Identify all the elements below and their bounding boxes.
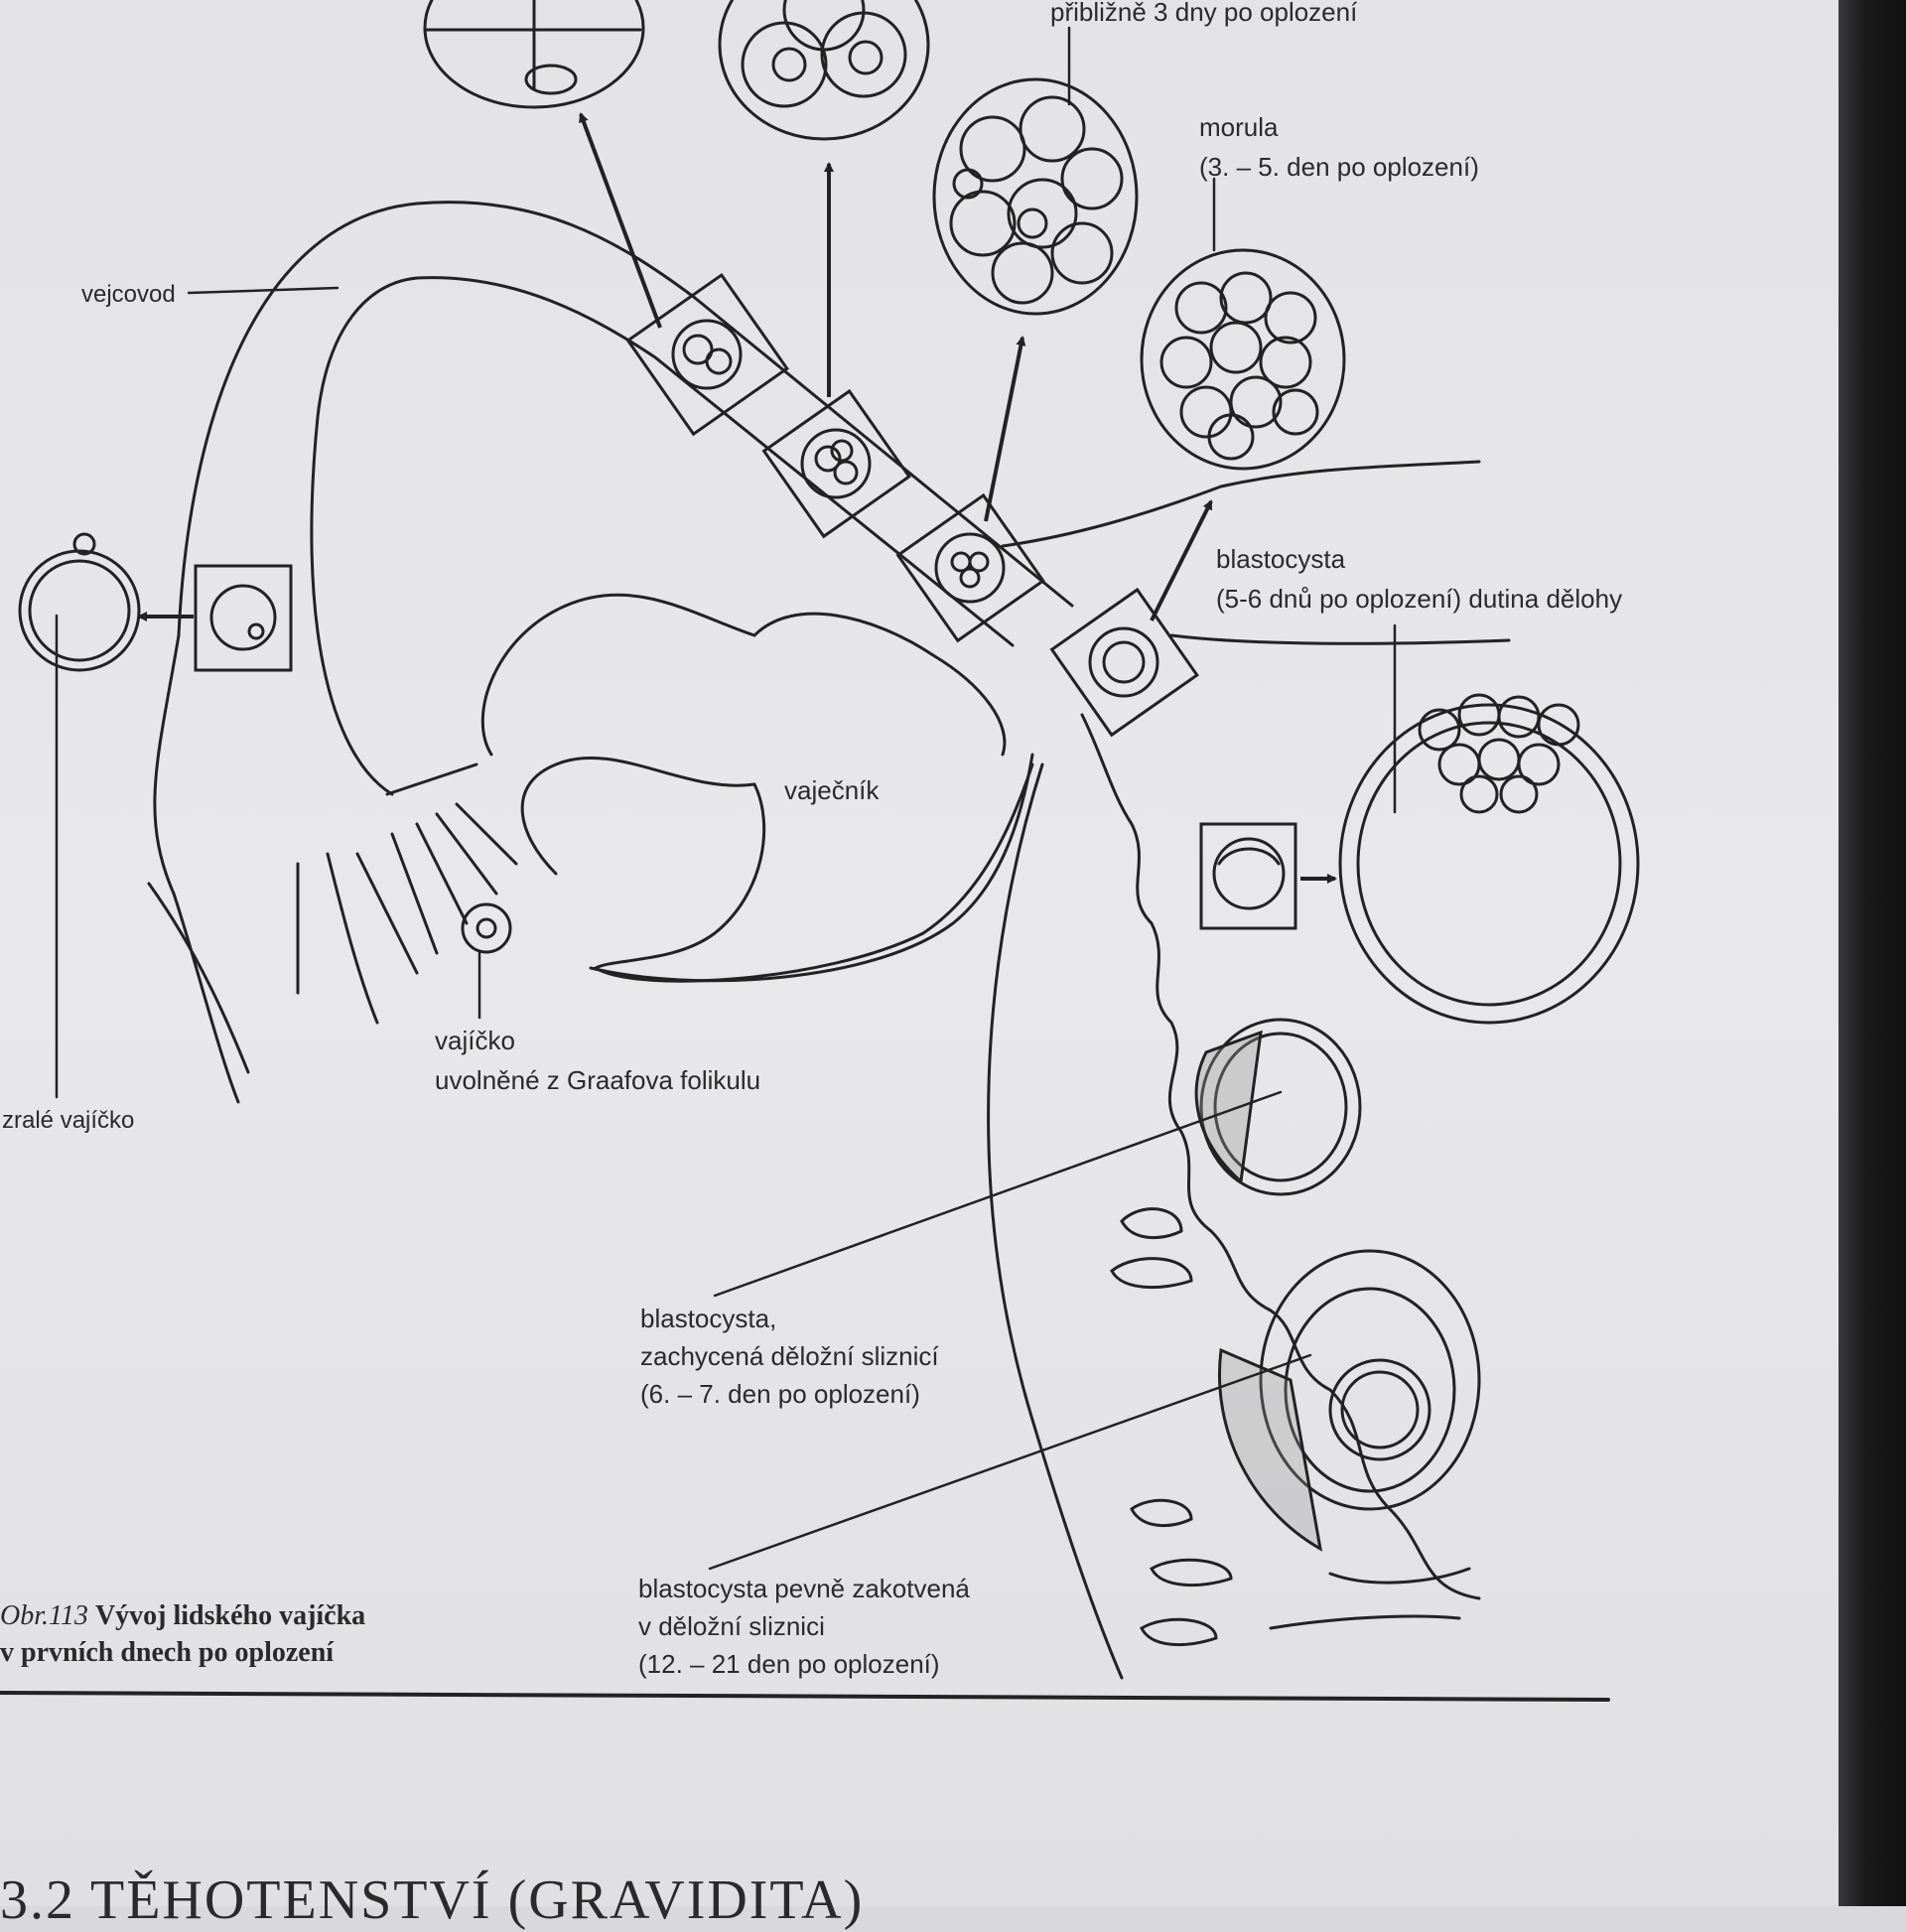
endometrium-lining xyxy=(1080,713,1481,1600)
label-morula-time: (3. – 5. den po oplození) xyxy=(1199,152,1479,182)
label-zrale-vajicko: zralé vajíčko xyxy=(2,1107,135,1134)
label-top-stage: přibližně 3 dny po oplození xyxy=(1050,0,1358,27)
released-egg xyxy=(461,902,512,954)
stage-box-egg xyxy=(194,564,293,672)
label-zachycena-2: zachycená děložní sliznicí xyxy=(640,1341,939,1371)
label-morula: morula xyxy=(1199,112,1279,142)
stage-box-zygote xyxy=(625,272,789,437)
cell-4-stage xyxy=(423,0,645,109)
arrow-to-morula-late xyxy=(1150,499,1213,621)
stage-box-blastocyst xyxy=(1049,587,1199,738)
arrow-to-4cell xyxy=(579,112,662,329)
stage-box-blastocyst-small xyxy=(1199,822,1297,930)
leader-vejcovod xyxy=(187,286,340,295)
fallopian-tube-outer xyxy=(177,201,1074,637)
leader-zachycena xyxy=(713,1090,1283,1298)
label-zakotvena-1: blastocysta pevně zakotvená xyxy=(638,1574,970,1603)
uterine-cavity-line-bottom xyxy=(1169,633,1511,645)
figure-caption: Obr.113 Vývoj lidského vajíčka v prvních… xyxy=(0,1598,365,1672)
label-zachycena-3: (6. – 7. den po oplození) xyxy=(640,1379,920,1409)
fallopian-tube-inner xyxy=(310,276,1015,796)
fertilization-diagram xyxy=(0,0,1640,1702)
page-edge-shadow xyxy=(1838,0,1906,1906)
stage-box-morula xyxy=(895,492,1045,643)
ovary-outline xyxy=(480,593,1034,983)
uterine-cavity-line-top xyxy=(1001,460,1481,548)
label-vajicko: vajíčko xyxy=(435,1026,515,1055)
leader-zakotvena xyxy=(708,1353,1312,1571)
book-page xyxy=(0,0,1838,1906)
label-vejcovod: vejcovod xyxy=(81,281,176,308)
blastocyst-large xyxy=(1338,703,1640,1025)
blastocyst-anchored xyxy=(1259,1249,1481,1511)
label-blastocysta: blastocysta xyxy=(1216,544,1346,574)
caption-number: Obr.113 xyxy=(0,1600,88,1631)
ovary-lower xyxy=(589,753,1034,983)
label-zachycena-1: blastocysta, xyxy=(640,1304,777,1333)
section-heading: 3.2 TĚHOTENSTVÍ (GRAVIDITA) xyxy=(0,1869,865,1931)
caption-line1: Vývoj lidského vajíčka xyxy=(94,1600,366,1631)
stage-box-2cell xyxy=(761,388,911,539)
caption-line2: v prvních dnech po oplození xyxy=(0,1636,335,1668)
label-vajecnik: vaječník xyxy=(784,775,880,805)
label-zakotvena-3: (12. – 21 den po oplození) xyxy=(638,1649,940,1679)
label-blastocysta-time: (5-6 dnů po oplození) dutina dělohy xyxy=(1216,584,1623,614)
arrow-to-morula xyxy=(984,336,1026,522)
morula-late xyxy=(1140,248,1346,471)
uterine-wall xyxy=(987,762,1124,1680)
fimbriae xyxy=(147,633,518,1104)
label-vajicko-sub: uvolněné z Graafova folikulu xyxy=(435,1065,761,1095)
mature-egg xyxy=(18,549,141,672)
blastocyst-implanting xyxy=(1199,1018,1362,1196)
morula-early xyxy=(932,77,1139,316)
label-zakotvena-2: v děložní sliznici xyxy=(638,1611,825,1641)
cell-8-stage xyxy=(718,0,930,141)
